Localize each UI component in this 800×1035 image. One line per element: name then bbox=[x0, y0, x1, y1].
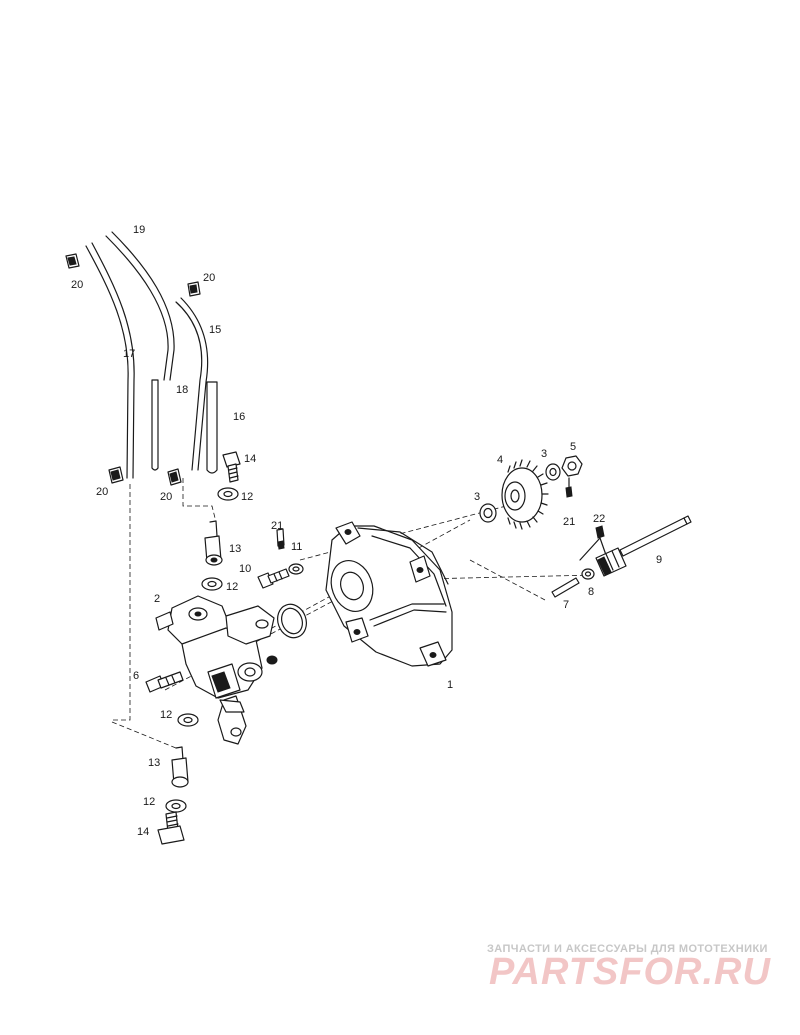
banjo-bolt-14-bottom bbox=[157, 811, 185, 845]
callout-21-left: 21 bbox=[271, 520, 283, 532]
callout-4: 4 bbox=[497, 454, 503, 466]
shaft-9 bbox=[595, 515, 692, 577]
callout-20-bottom-mid: 20 bbox=[160, 491, 172, 503]
tube-19 bbox=[105, 231, 175, 381]
bolt-10 bbox=[257, 568, 290, 589]
bolt-6 bbox=[145, 671, 184, 693]
watermark-tagline: ЗАПЧАСТИ И АКСЕССУАРЫ ДЛЯ МОТОТЕХНИКИ bbox=[487, 943, 768, 955]
washer-3-left bbox=[479, 503, 497, 523]
bolt-21-left bbox=[276, 528, 285, 550]
callout-6: 6 bbox=[133, 670, 139, 682]
callout-9: 9 bbox=[656, 554, 662, 566]
tube-18 bbox=[151, 379, 159, 471]
callout-12-mid: 12 bbox=[226, 581, 238, 593]
washer-12-top bbox=[217, 487, 239, 501]
watermark-logo: PARTSFOR.RU bbox=[489, 951, 771, 993]
callout-17: 17 bbox=[123, 348, 135, 360]
clip-20-top-left bbox=[65, 253, 80, 269]
tube-16 bbox=[206, 381, 218, 474]
fitting-13-bottom bbox=[171, 746, 189, 788]
callout-8: 8 bbox=[588, 586, 594, 598]
callout-10: 10 bbox=[239, 563, 251, 575]
callout-15: 15 bbox=[209, 324, 221, 336]
tube-17 bbox=[85, 242, 135, 479]
bolt-21-right bbox=[565, 477, 573, 498]
callout-12-lower-a: 12 bbox=[160, 709, 172, 721]
oil-pump-assembly-2 bbox=[155, 595, 278, 745]
callout-7: 7 bbox=[563, 599, 569, 611]
banjo-bolt-14-top bbox=[222, 451, 241, 483]
washer-8 bbox=[581, 568, 595, 580]
tube-15 bbox=[175, 297, 209, 471]
pin-7 bbox=[551, 577, 580, 598]
o-ring bbox=[277, 603, 307, 639]
callout-3-right: 3 bbox=[541, 448, 547, 460]
callout-20-top-right: 20 bbox=[203, 272, 215, 284]
callout-14-bottom: 14 bbox=[137, 826, 149, 838]
washer-12-lower-a bbox=[177, 713, 199, 727]
clip-20-top-right bbox=[187, 281, 201, 297]
pin-22 bbox=[579, 525, 607, 561]
callout-21-right: 21 bbox=[563, 516, 575, 528]
callout-5: 5 bbox=[570, 441, 576, 453]
callout-13-top: 13 bbox=[229, 543, 241, 555]
callout-13-bottom: 13 bbox=[148, 757, 160, 769]
callout-12-lower-b: 12 bbox=[143, 796, 155, 808]
callout-14-top: 14 bbox=[244, 453, 256, 465]
nut-5 bbox=[561, 455, 583, 477]
callout-18: 18 bbox=[176, 384, 188, 396]
washer-12-lower-b bbox=[165, 799, 187, 813]
callout-3-left: 3 bbox=[474, 491, 480, 503]
callout-2: 2 bbox=[154, 593, 160, 605]
callout-20-bottom-left: 20 bbox=[96, 486, 108, 498]
gear-4 bbox=[501, 459, 549, 530]
clip-20-bottom-mid bbox=[167, 468, 182, 486]
washer-3-right bbox=[545, 463, 561, 481]
fitting-13-top bbox=[204, 520, 223, 566]
callout-22: 22 bbox=[593, 513, 605, 525]
callout-12-top: 12 bbox=[241, 491, 253, 503]
callout-16: 16 bbox=[233, 411, 245, 423]
callout-20-top-left: 20 bbox=[71, 279, 83, 291]
washer-11 bbox=[288, 563, 304, 575]
washer-12-mid bbox=[201, 577, 223, 591]
callout-11: 11 bbox=[291, 541, 302, 553]
callout-1: 1 bbox=[447, 679, 453, 691]
cover-plate-1 bbox=[325, 521, 453, 667]
callout-19: 19 bbox=[133, 224, 145, 236]
clip-20-bottom-left bbox=[108, 466, 124, 484]
